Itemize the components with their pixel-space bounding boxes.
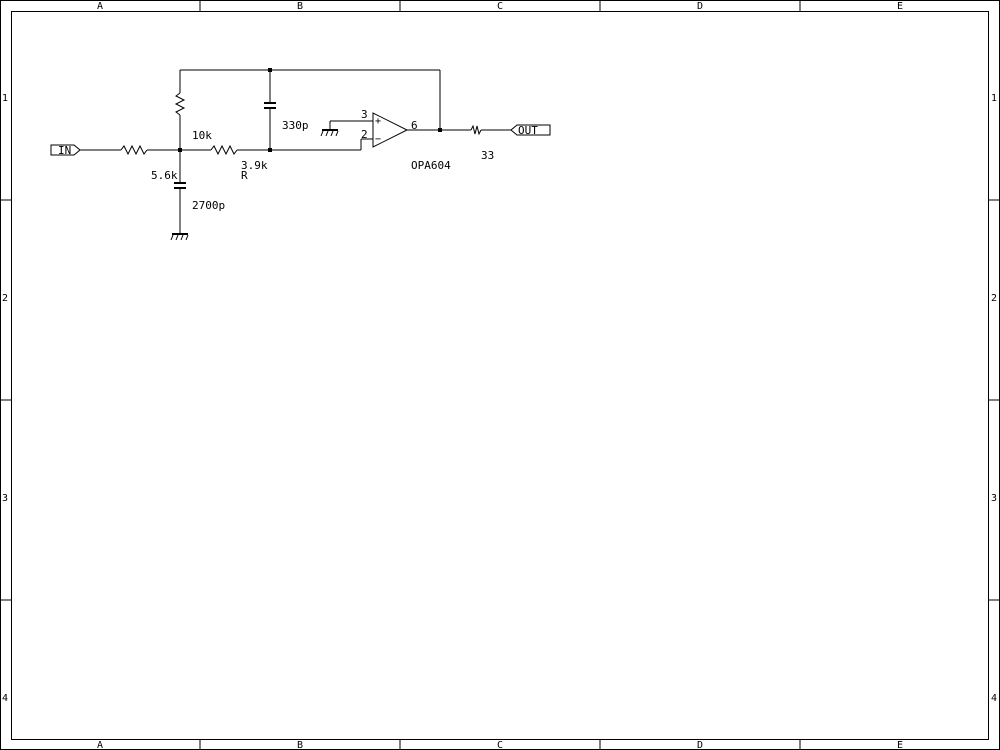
label-r-ref: R xyxy=(241,169,248,182)
ground-icon xyxy=(170,233,189,241)
output-port[interactable]: OUT xyxy=(510,124,551,137)
col-label-c-bottom: C xyxy=(497,740,503,750)
resistor-10k[interactable] xyxy=(174,92,186,116)
capacitor-2700p[interactable] xyxy=(174,182,186,189)
resistor-3-9k[interactable] xyxy=(210,144,238,156)
pin-label-6: 6 xyxy=(411,119,418,132)
col-label-b-bottom: B xyxy=(297,740,303,750)
label-opa604: OPA604 xyxy=(411,159,451,172)
row-label-2-right: 2 xyxy=(991,293,997,304)
resistor-5-6k[interactable] xyxy=(120,144,148,156)
opamp-opa604[interactable] xyxy=(372,112,409,148)
label-33: 33 xyxy=(481,149,494,162)
row-label-2-left: 2 xyxy=(2,293,8,304)
col-label-d-top: D xyxy=(697,1,703,12)
row-label-4-left: 4 xyxy=(2,693,8,704)
label-3-9k: 3.9k xyxy=(241,159,268,172)
row-label-3-right: 3 xyxy=(991,493,997,504)
ground-icon xyxy=(320,129,339,137)
label-10k: 10k xyxy=(192,129,212,142)
row-label-1-left: 1 xyxy=(2,93,8,104)
row-label-1-right: 1 xyxy=(991,93,997,104)
col-label-b-top: B xyxy=(297,1,303,12)
opamp-minus-sign: − xyxy=(375,134,381,145)
pin-label-2: 2 xyxy=(361,128,368,141)
label-5-6k: 5.6k xyxy=(151,169,178,182)
label-2700p: 2700p xyxy=(192,199,225,212)
pin-label-3: 3 xyxy=(361,108,368,121)
input-port[interactable]: IN xyxy=(50,144,81,157)
resistor-33[interactable] xyxy=(470,124,482,136)
opamp-plus-sign: + xyxy=(375,116,381,127)
col-label-a-top: A xyxy=(97,1,103,12)
inner-border xyxy=(11,11,989,740)
col-label-c-top: C xyxy=(497,1,503,12)
capacitor-330p[interactable] xyxy=(264,102,276,109)
col-label-e-top: E xyxy=(897,1,903,12)
input-port-label: IN xyxy=(58,144,71,157)
output-port-label: OUT xyxy=(518,124,538,137)
label-330p: 330p xyxy=(282,119,309,132)
row-label-3-left: 3 xyxy=(2,493,8,504)
row-label-4-right: 4 xyxy=(991,693,997,704)
junction-output xyxy=(438,128,442,132)
col-label-d-bottom: D xyxy=(697,740,703,750)
col-label-e-bottom: E xyxy=(897,740,903,750)
col-label-a-bottom: A xyxy=(97,740,103,750)
